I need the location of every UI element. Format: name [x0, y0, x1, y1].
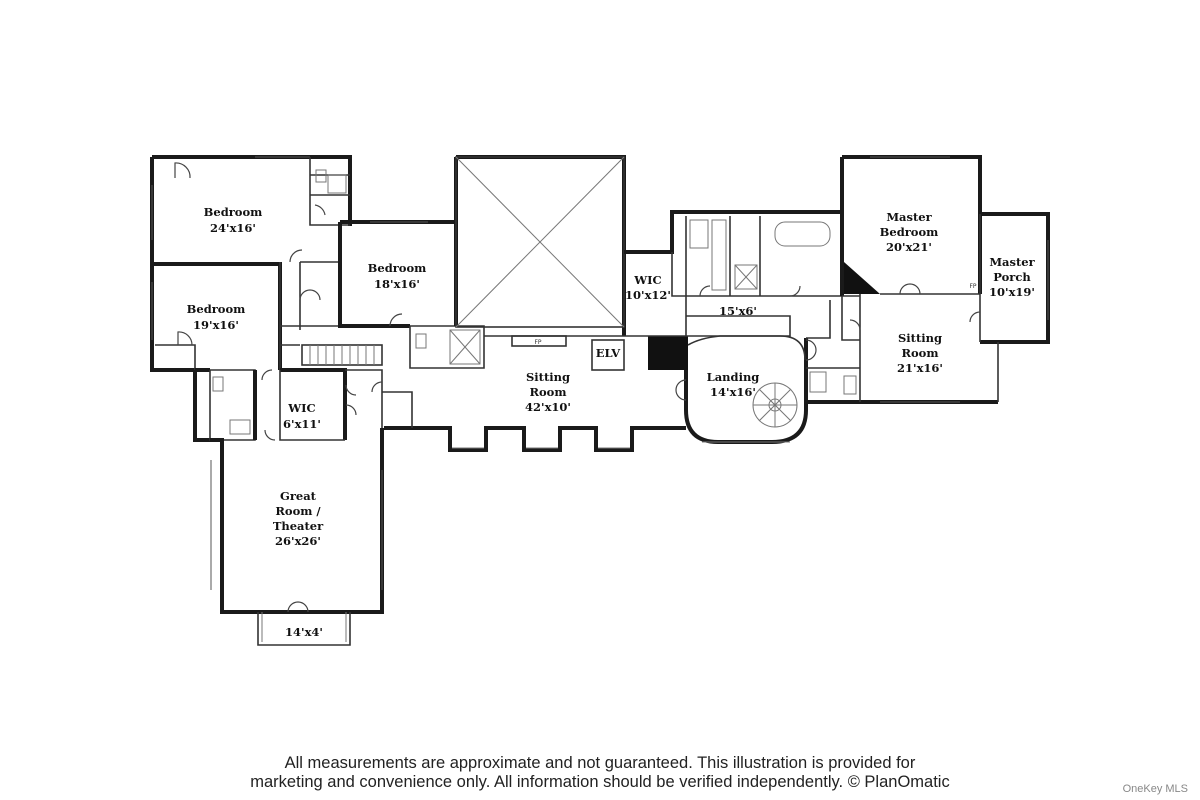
- disclaimer-line-1: All measurements are approximate and not…: [284, 754, 916, 772]
- master-porch-line-2: Porch: [993, 270, 1031, 284]
- wic-large-size: 10'x12': [625, 288, 671, 302]
- master-sitting-line-1: Sitting: [898, 331, 942, 345]
- sitting-room-main-line-1: Sitting: [526, 370, 570, 384]
- elevator-label: ELV: [596, 346, 621, 360]
- great-room-line-3: Theater: [273, 519, 324, 533]
- bedroom-2-name: Bedroom: [187, 302, 246, 316]
- center-walls: [382, 155, 688, 452]
- fireplace-label-2: FP: [969, 283, 976, 290]
- great-room-line-1: Great: [280, 489, 317, 503]
- bedroom-1-name: Bedroom: [204, 205, 263, 219]
- great-room-size: 26'x26': [275, 534, 321, 548]
- bedroom-2-size: 19'x16': [193, 318, 239, 332]
- wic-large-name: WIC: [633, 273, 661, 287]
- master-porch-size: 10'x19': [989, 285, 1035, 299]
- master-porch-line-1: Master: [989, 255, 1035, 269]
- hall-bath-size: 15'x6': [719, 304, 757, 318]
- west-wing-walls: [150, 155, 383, 442]
- door-swings: [174, 162, 981, 613]
- master-sitting-line-2: Room: [901, 346, 938, 360]
- room-labels: Bedroom 24'x16' Bedroom 19'x16' Bedroom …: [187, 205, 1036, 639]
- bedroom-1-size: 24'x16': [210, 221, 256, 235]
- wic-small-name: WIC: [287, 401, 315, 415]
- great-room-line-2: Room /: [275, 504, 321, 518]
- bedroom-3-walls: [338, 220, 485, 369]
- landing-name: Landing: [707, 370, 760, 384]
- mls-credit: OneKey MLS: [1122, 783, 1188, 795]
- master-suite-walls: [806, 155, 1050, 404]
- sitting-room-main-size: 42'x10': [525, 400, 571, 414]
- wic-bath-walls: [624, 210, 842, 337]
- wic-small-size: 6'x11': [283, 417, 321, 431]
- bedroom-3-name: Bedroom: [368, 261, 427, 275]
- master-bedroom-line-2: Bedroom: [880, 225, 939, 239]
- master-bedroom-line-1: Master: [886, 210, 932, 224]
- disclaimer-line-2: marketing and convenience only. All info…: [250, 773, 950, 791]
- fireplace-label-1: FP: [534, 339, 541, 346]
- landing-size: 14'x16': [710, 385, 756, 399]
- sitting-room-main-line-2: Room: [529, 385, 566, 399]
- master-sitting-size: 21'x16': [897, 361, 943, 375]
- great-room-walls: [210, 428, 384, 646]
- deck-small-size: 14'x4': [285, 625, 323, 639]
- bedroom-3-size: 18'x16': [374, 277, 420, 291]
- landing-walls: [684, 335, 808, 444]
- master-bedroom-size: 20'x21': [886, 240, 932, 254]
